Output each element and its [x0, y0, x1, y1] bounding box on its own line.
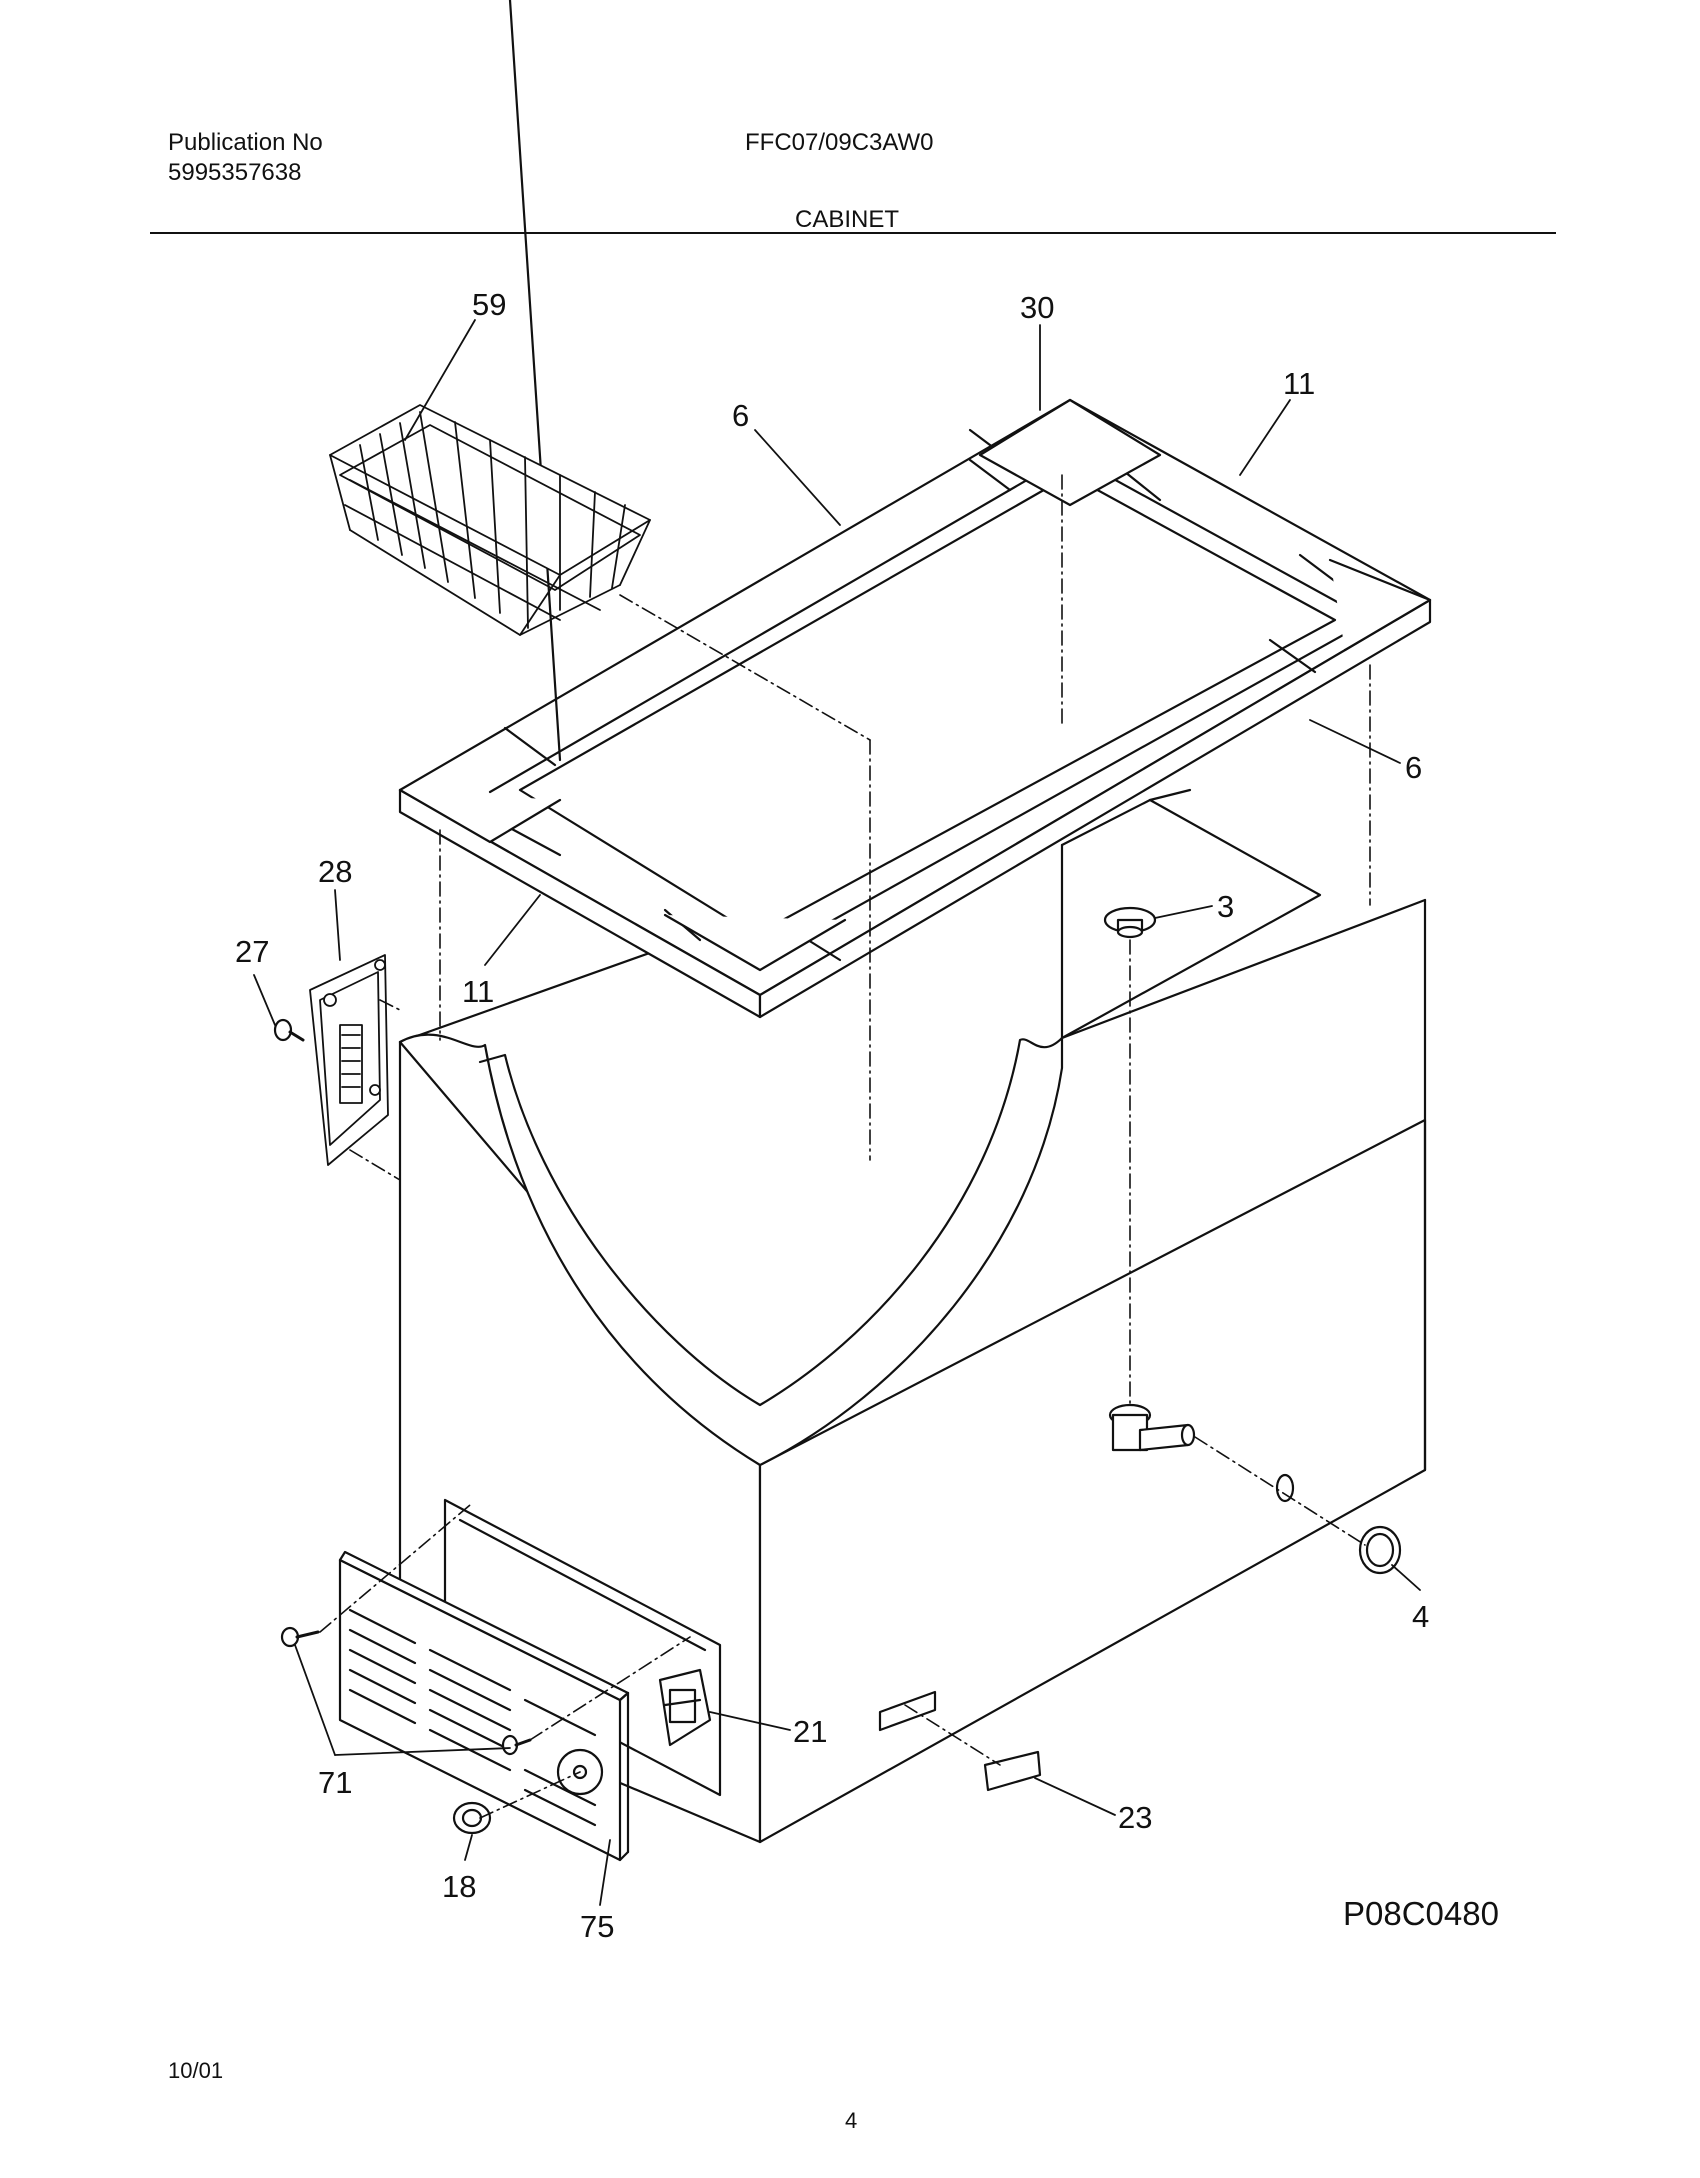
grille-panel [338, 1550, 630, 1862]
publication-number: 5995357638 [168, 159, 302, 186]
publication-label: Publication No [168, 129, 323, 156]
callout-3: 3 [1217, 889, 1234, 924]
header-rule [150, 232, 1556, 234]
relay-switch [658, 1668, 712, 1747]
callout-21: 21 [793, 1714, 827, 1749]
callout-6: 6 [732, 398, 749, 433]
callout-27: 27 [235, 934, 269, 969]
callout-labels: 59 30 6 11 6 3 28 27 11 4 21 71 23 18 75 [235, 287, 1429, 1944]
callout-11: 11 [1283, 366, 1315, 401]
model-number: FFC07/09C3AW0 [745, 129, 934, 156]
drain-tube [1108, 1403, 1196, 1452]
callout-11: 11 [462, 974, 494, 1009]
drain-plug [1103, 906, 1157, 939]
lid-hinge [309, 954, 389, 1166]
callout-28: 28 [318, 854, 352, 889]
figure-id: P08C0480 [1343, 1895, 1499, 1932]
thermostat-bracket [878, 1690, 937, 1732]
wire-basket [329, 404, 651, 636]
callout-59: 59 [472, 287, 506, 322]
callout-75: 75 [580, 1909, 614, 1944]
callout-23: 23 [1118, 1800, 1152, 1835]
drain-hole [1275, 1473, 1295, 1503]
drain-cap [1358, 1525, 1402, 1575]
hinge-screw [273, 1018, 305, 1042]
callout-30: 30 [1020, 290, 1054, 325]
revision-date: 10/01 [168, 2058, 224, 2083]
callout-71: 71 [318, 1765, 352, 1800]
access-opening [443, 1498, 722, 1797]
grille-screws [280, 1626, 532, 1756]
leader-lines [253, 319, 1421, 1906]
callout-6: 6 [1405, 750, 1422, 785]
page-number: 4 [845, 2108, 858, 2133]
breaker-strip-frame [398, 0, 1432, 1019]
thermostat-knob [983, 1750, 1042, 1792]
callout-18: 18 [442, 1869, 476, 1904]
assembly-lines [319, 474, 1371, 1819]
callout-4: 4 [1412, 1599, 1429, 1634]
section-title: CABINET [795, 206, 900, 233]
power-cord-bushing [452, 1801, 492, 1835]
